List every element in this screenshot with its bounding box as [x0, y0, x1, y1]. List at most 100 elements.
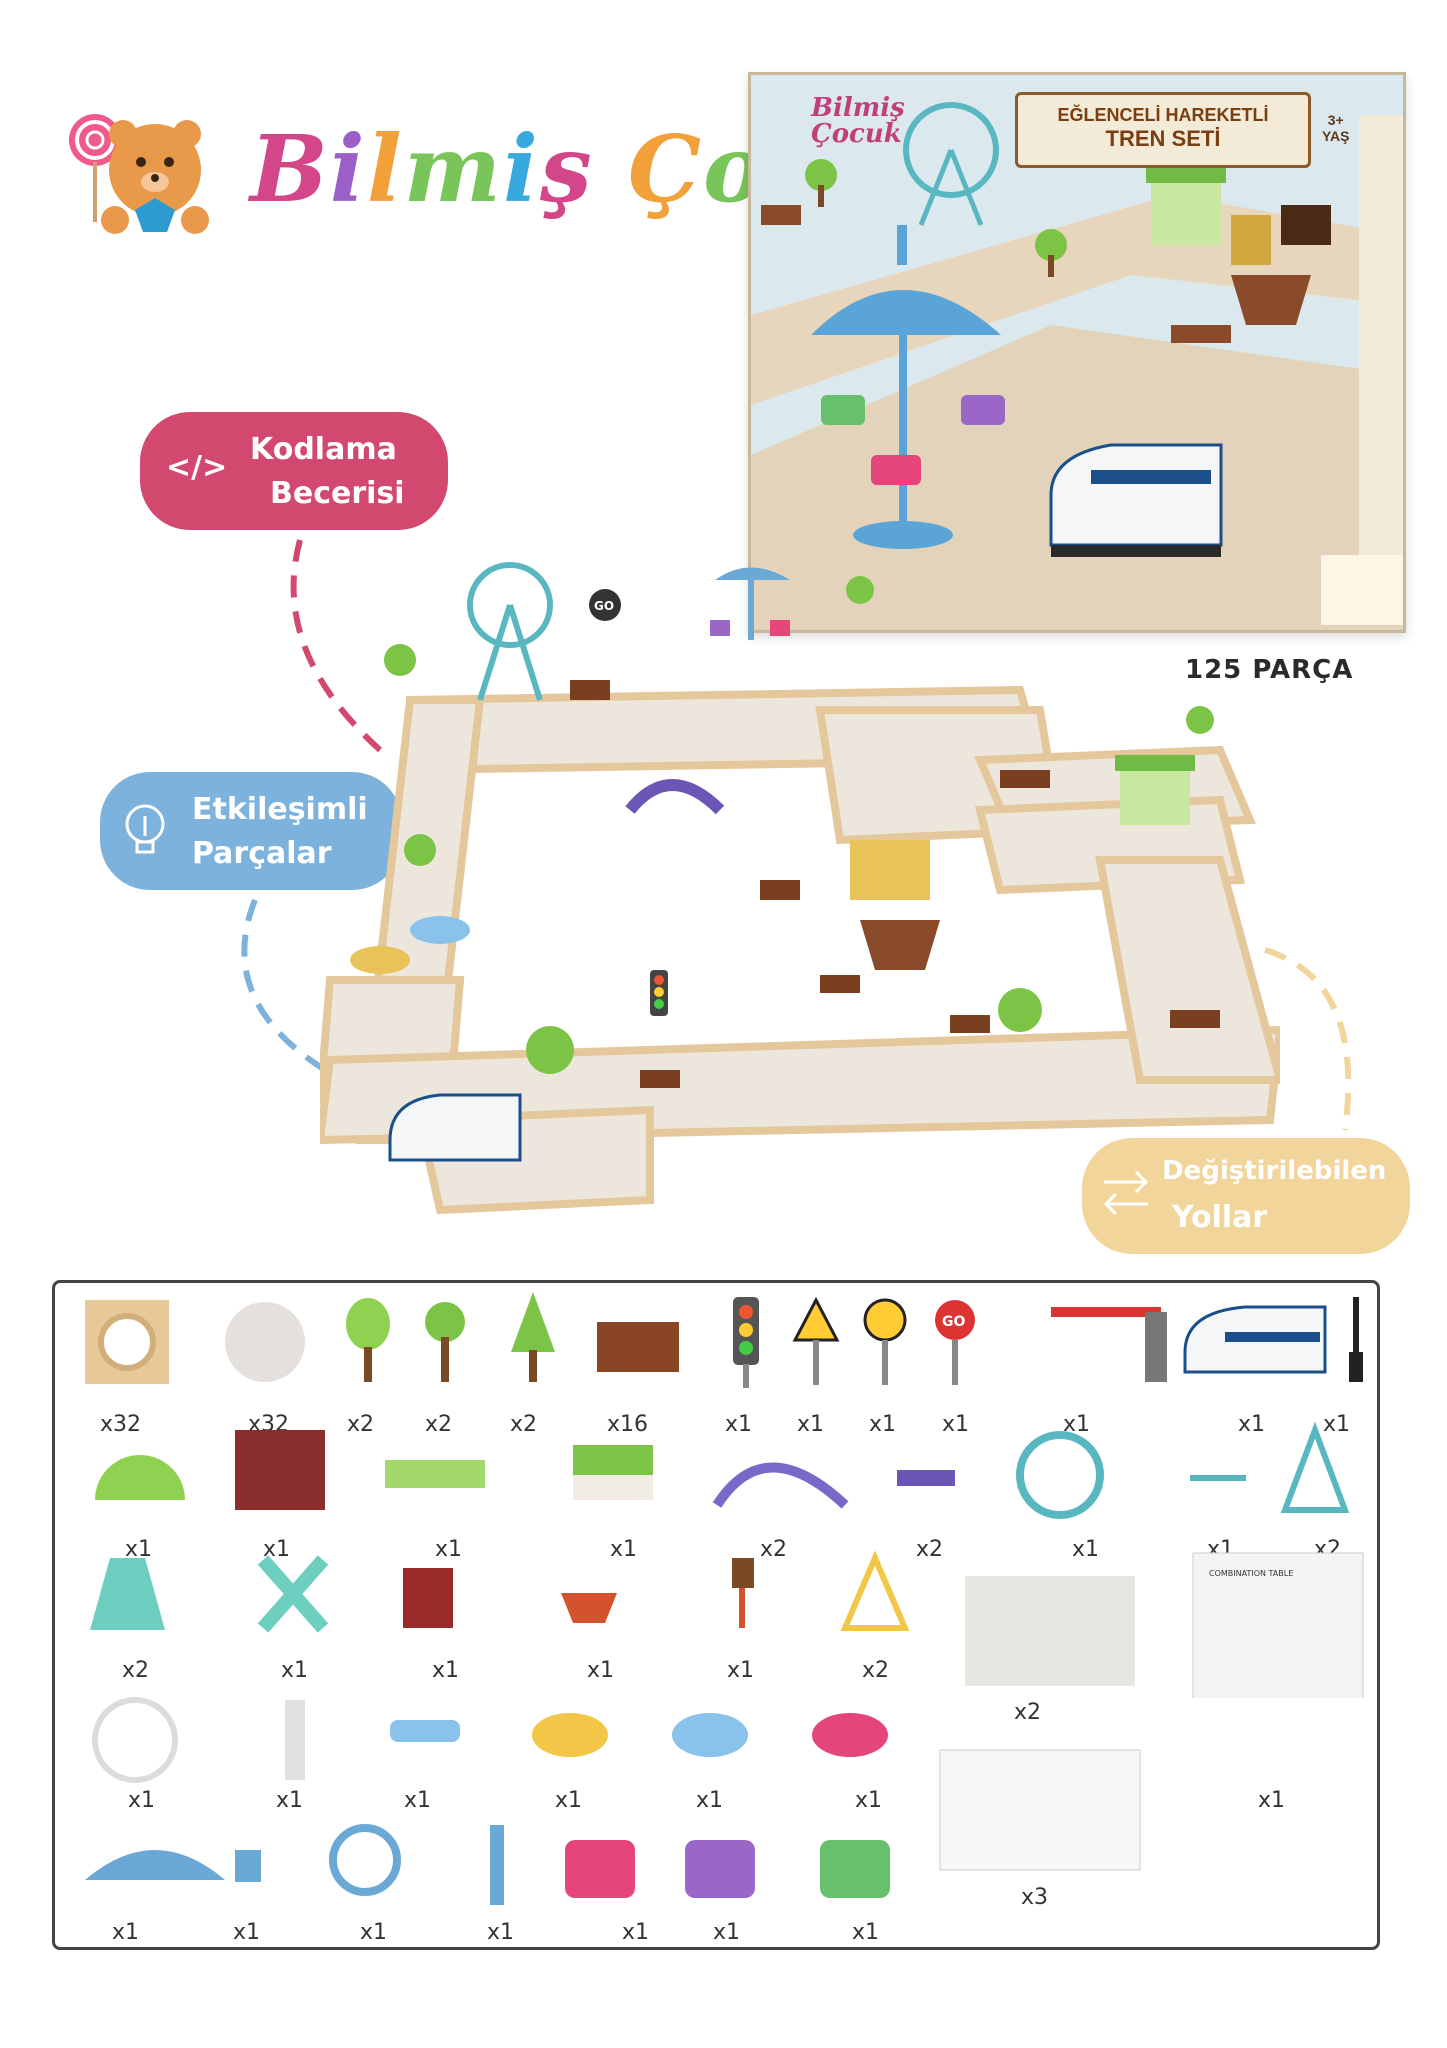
track-frame-piece-icon: [85, 1300, 169, 1384]
brand-letter: m: [403, 115, 504, 223]
unicorn-seat-green-icon: [820, 1840, 890, 1898]
part-quantity: x1: [404, 1788, 432, 1813]
svg-text:GO: GO: [942, 1314, 965, 1330]
part-quantity: x1: [1258, 1788, 1286, 1813]
railway-barrier-icon: [1051, 1307, 1167, 1382]
part-quantity: x1: [725, 1412, 753, 1437]
bridge-arch-icon: [712, 1462, 849, 1509]
cross-arms-icon: [257, 1555, 329, 1633]
part-quantity: x1: [1323, 1412, 1351, 1437]
rainbow-sign-icon: [95, 1455, 185, 1500]
part-quantity: x1: [610, 1537, 638, 1562]
parts-row-2: [95, 1421, 1350, 1519]
sticker-sheet-icon: [965, 1576, 1135, 1686]
tree-2-icon: [425, 1302, 465, 1382]
lightbulb-icon: [125, 804, 165, 854]
part-quantity: x1: [696, 1788, 724, 1813]
blue-post-icon: [490, 1825, 504, 1905]
brand-letter: ş: [539, 115, 594, 223]
carousel-roof-icon: [85, 1850, 225, 1880]
carousel-frame-icon: [329, 1824, 401, 1896]
traffic-light-icon: [733, 1297, 759, 1388]
part-quantity: x1: [587, 1658, 615, 1683]
interactive-badge-line1: Etkileşimli: [192, 792, 368, 827]
ferris-wheel-stand-icon: [1280, 1421, 1350, 1513]
part-quantity: x2: [510, 1412, 538, 1437]
arrow-sign-icon: [863, 1298, 907, 1385]
coding-badge-line1: Kodlama: [250, 432, 397, 467]
tracks-badge-line2: Yollar: [1172, 1200, 1268, 1235]
part-quantity: x1: [1072, 1537, 1100, 1562]
tracks-badge-line1: Değiştirilebilen: [1162, 1156, 1387, 1186]
svg-text:COMBINATION TABLE: COMBINATION TABLE: [1209, 1569, 1293, 1578]
yellow-plane-icon: [532, 1713, 608, 1757]
part-quantity: x1: [487, 1920, 515, 1945]
part-quantity: x1: [128, 1788, 156, 1813]
part-quantity: x1: [869, 1412, 897, 1437]
go-sign-icon: GO: [935, 1300, 975, 1385]
box-title: EĞLENCELİ HAREKETLİ TREN SETİ: [1015, 92, 1311, 168]
box-age-label: 3+ YAŞ: [1322, 112, 1350, 144]
warning-sign-icon: [792, 1296, 840, 1385]
part-quantity: x1: [125, 1537, 153, 1562]
part-quantity: x1: [713, 1920, 741, 1945]
part-quantity: x2: [122, 1658, 150, 1683]
part-quantity: x2: [425, 1412, 453, 1437]
parts-row-5: [85, 1824, 890, 1905]
box-brand-label: Bilmiş Çocuk: [811, 93, 905, 149]
changeable-tracks-badge: Değiştirilebilen Yollar: [1082, 1138, 1410, 1254]
interactive-parts-badge: Etkileşimli Parçalar: [100, 772, 402, 890]
part-quantity: x1: [855, 1788, 883, 1813]
part-quantity: x1: [432, 1658, 460, 1683]
unicorn-seat-pink-icon: [565, 1840, 635, 1898]
blue-cup-icon: [235, 1850, 261, 1882]
unicorn-seat-purple-icon: [685, 1840, 755, 1898]
white-arm-icon: [390, 1720, 460, 1742]
ferris-wheel-ring-icon: [1016, 1431, 1104, 1519]
part-quantity: x1: [622, 1920, 650, 1945]
parts-list-panel: [52, 1280, 1380, 1950]
coding-skill-badge: </> Kodlama Becerisi: [140, 412, 448, 530]
red-plane-icon: [812, 1713, 888, 1757]
parts-row-3: COMBINATION TABLE: [90, 1550, 1364, 1698]
brand-letter: l: [366, 115, 404, 223]
brand-letter: i: [503, 115, 540, 223]
part-quantity: x16: [607, 1412, 649, 1437]
blue-plane-icon: [672, 1713, 748, 1757]
swap-arrows-icon: [1103, 1170, 1149, 1216]
track-tile-piece-icon: [225, 1302, 305, 1382]
yellow-stand-icon: [840, 1550, 910, 1631]
plane-ride: [350, 916, 470, 974]
white-pole-icon: [285, 1700, 305, 1780]
tree-3-icon: [511, 1292, 555, 1382]
code-icon: </>: [166, 450, 228, 485]
shop-wall-icon: [235, 1430, 325, 1510]
interactive-badge-line2: Parçalar: [192, 836, 332, 871]
yellow-dashed-connector: [1264, 947, 1352, 1131]
part-quantity: x2: [1014, 1700, 1042, 1725]
pink-dashed-connector: [290, 539, 383, 753]
part-quantity: x1: [233, 1920, 261, 1945]
part-quantity: x2: [347, 1412, 375, 1437]
parts-row-4: [92, 1697, 888, 1783]
part-quantity: x1: [1238, 1412, 1266, 1437]
track-layout-graphic: GO: [320, 562, 1280, 1215]
ferris-wheel: [467, 562, 553, 701]
white-hub-icon: [92, 1697, 178, 1783]
blue-dashed-connector: [241, 898, 327, 1073]
train-icon: [1183, 1305, 1327, 1374]
part-quantity: x1: [555, 1788, 583, 1813]
part-quantity: x32: [100, 1412, 142, 1437]
part-quantity: x1: [112, 1920, 140, 1945]
part-quantity: x2: [862, 1658, 890, 1683]
go-sign-label: GO: [594, 599, 614, 613]
awning-icon: [573, 1445, 653, 1500]
red-drum-icon: [403, 1568, 453, 1628]
brand-letter: Ç: [627, 115, 704, 223]
brand-letter: i: [329, 115, 367, 223]
part-quantity: x1: [435, 1537, 463, 1562]
signal-post-icon: [732, 1558, 754, 1628]
coding-badge-line2: Becerisi: [270, 476, 405, 511]
brand-letter: B: [250, 115, 330, 223]
part-quantity: x2: [760, 1537, 788, 1562]
